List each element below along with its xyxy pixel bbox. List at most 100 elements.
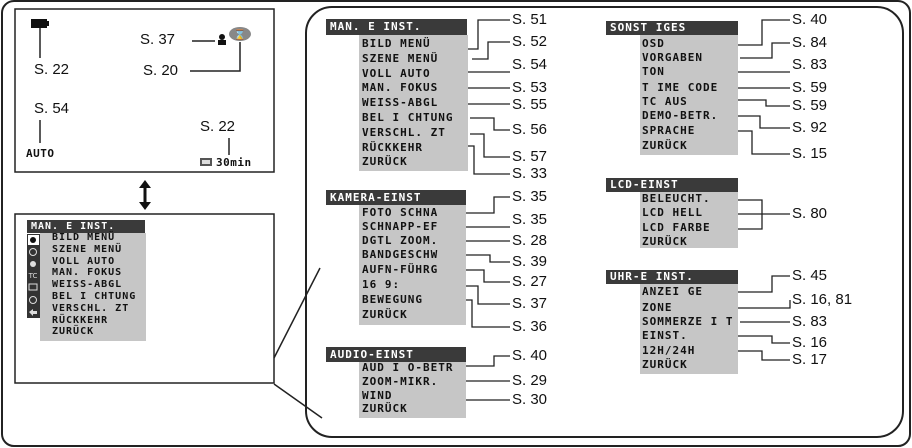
man-menu-item-2: VOLL AUTO: [362, 66, 431, 80]
man-ref-6: S. 57: [512, 148, 548, 165]
small-menu-title: MAN. E INST.: [27, 220, 145, 233]
man-ref-1: S. 52: [512, 33, 548, 50]
menu-screen-frame: [14, 213, 275, 384]
sonst-menu-item-1: VORGABEN: [642, 51, 703, 64]
uhr-ref-0: S. 45: [792, 267, 828, 284]
battery-icon: [31, 19, 49, 58]
man-menu-body: [359, 35, 468, 171]
small-menu-item-4: WEISS-ABGL: [52, 279, 123, 291]
person-icon: [218, 34, 226, 45]
menu-icon-column: TC: [27, 234, 40, 318]
menu-panel-frame: [305, 6, 904, 438]
audio-menu-item-3: ZURÜCK: [362, 402, 408, 415]
kamera-ref-0: S. 35: [512, 188, 548, 205]
sonst-menu-item-5: DEMO-BETR.: [642, 109, 719, 122]
uhr-menu-body: [640, 284, 738, 374]
man-ref-2: S. 54: [512, 56, 548, 73]
sonst-menu-item-3: T IME CODE: [642, 81, 719, 94]
uhr-menu-item-3: EINST.: [642, 329, 688, 342]
small-menu-item-5: BEL I CHTUNG: [52, 291, 137, 302]
kamera-ref-2: S. 28: [512, 232, 548, 249]
callout-line-top: [273, 267, 321, 359]
lcd-screen-frame: [14, 8, 275, 173]
kamera-ref-1: S. 35: [512, 211, 548, 228]
man-menu-item-5: BEL I CHTUNG: [362, 111, 454, 124]
lcd-menu-title: LCD-EINST: [606, 178, 738, 192]
ref-mode: S. 54: [34, 100, 70, 117]
sonst-menu-item-6: SPRACHE: [642, 124, 696, 137]
uhr-menu-item-0: ANZEI GE: [642, 285, 703, 298]
kamera-menu-item-3: BANDGESCHW: [362, 248, 439, 261]
kamera-menu-item-5: 16 9:: [362, 278, 401, 291]
sonst-ref-0: S. 40: [792, 11, 828, 28]
sonst-menu-body: [640, 35, 738, 155]
uhr-menu-item-1: ZONE: [642, 301, 673, 314]
lcd-menu-item-3: ZURÜCK: [642, 235, 688, 248]
man-menu-item-3: MAN. FOKUS: [362, 81, 439, 95]
man-menu-item-0: BILD MENÜ: [362, 37, 431, 50]
sonst-menu-title: SONST IGES: [606, 21, 738, 35]
hourglass-icon: ⌛: [229, 27, 251, 41]
audio-menu-title: AUDIO-EINST: [326, 347, 466, 362]
sonst-ref-6: S. 15: [792, 145, 828, 162]
small-menu-body: [40, 233, 146, 341]
up-down-arrow-icon: [139, 180, 151, 210]
sonst-ref-4: S. 59: [792, 97, 828, 114]
kamera-menu-item-4: AUFN-FÜHRG: [362, 263, 439, 276]
kamera-menu-item-6: BEWEGUNG: [362, 293, 423, 306]
sonst-ref-1: S. 84: [792, 34, 828, 51]
kamera-ref-3: S. 39: [512, 253, 548, 270]
svg-text:TC: TC: [28, 272, 38, 280]
ref-icon: S. 20: [143, 62, 179, 79]
man-menu-item-7: RÜCKKEHR: [362, 140, 423, 154]
audio-menu-item-2: WIND: [362, 389, 393, 402]
uhr-ref-3: S. 16: [792, 334, 828, 351]
mode-label: AUTO: [26, 147, 55, 160]
kamera-ref-5: S. 37: [512, 295, 548, 312]
remain-value: 30min: [216, 156, 252, 169]
small-menu-item-3: MAN. FOKUS: [52, 267, 123, 279]
lcd-ref-0: S. 80: [792, 205, 828, 222]
audio-menu-body: [359, 362, 466, 418]
kamera-menu-item-0: FOTO SCHNA: [362, 206, 439, 219]
audio-menu-item-1: ZOOM-MIKR.: [362, 375, 439, 388]
audio-ref-2: S. 30: [512, 391, 548, 408]
kamera-ref-6: S. 36: [512, 318, 548, 335]
lcd-menu-item-0: BELEUCHT.: [642, 192, 711, 205]
uhr-ref-2: S. 83: [792, 313, 828, 330]
man-ref-3: S. 53: [512, 79, 548, 96]
tape-icon: [200, 158, 212, 166]
small-menu-item-0: BILD MENÜ: [52, 232, 116, 243]
small-menu-item-2: VOLL AUTO: [52, 255, 116, 267]
sonst-ref-5: S. 92: [792, 119, 828, 136]
lcd-menu-item-1: LCD HELL: [642, 206, 703, 219]
kamera-menu-item-7: ZURÜCK: [362, 308, 408, 321]
man-menu-item-6: VERSCHL. ZT: [362, 125, 446, 139]
sonst-menu-item-7: ZURÜCK: [642, 139, 688, 152]
ref-top: S. 37: [140, 31, 176, 48]
kamera-menu-item-2: DGTL ZOOM.: [362, 234, 439, 247]
audio-ref-0: S. 40: [512, 347, 548, 364]
ref-remain: S. 22: [200, 118, 236, 135]
kamera-menu-body: [359, 205, 466, 325]
small-menu-item-7: RÜCKKEHR: [52, 314, 109, 326]
uhr-ref-1: S. 16, 81: [792, 291, 853, 308]
man-ref-0: S. 51: [512, 11, 548, 28]
sonst-ref-2: S. 83: [792, 56, 828, 73]
callout-line-bottom: [273, 383, 323, 419]
sonst-menu-item-0: OSD: [642, 37, 665, 50]
sonst-ref-3: S. 59: [792, 79, 828, 96]
kamera-ref-4: S. 27: [512, 273, 548, 290]
man-ref-7: S. 33: [512, 165, 548, 182]
man-menu-item-1: SZENE MENÜ: [362, 51, 439, 65]
uhr-menu-item-2: SOMMERZE I T: [642, 315, 734, 328]
man-menu-title: MAN. E INST.: [326, 19, 467, 35]
small-menu-item-8: ZURÜCK: [52, 326, 95, 338]
kamera-menu-title: KAMERA-EINST: [326, 190, 466, 205]
uhr-menu-item-4: 12H/24H: [642, 344, 696, 357]
svg-text:⌛: ⌛: [234, 28, 246, 41]
lcd-menu-item-2: LCD FARBE: [642, 221, 711, 234]
uhr-ref-4: S. 17: [792, 351, 828, 368]
